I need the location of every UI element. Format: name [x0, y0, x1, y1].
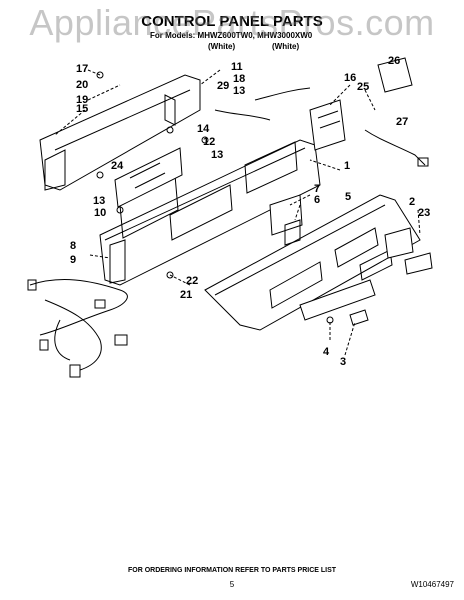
small-wire-part: [214, 87, 311, 121]
callout-29: 29: [217, 80, 230, 92]
callout-8: 8: [70, 240, 77, 252]
callout-18: 17: [76, 63, 89, 75]
callout-13-left: 13: [93, 195, 106, 207]
finish-label-2: (White): [272, 42, 300, 51]
leader-lines: [54, 69, 421, 356]
wire-harness-part: [27, 279, 128, 378]
callout-10: 10: [94, 207, 107, 219]
callout-7: 7: [314, 183, 321, 195]
callout-25: 24: [111, 160, 124, 172]
callout-6: 6: [314, 194, 321, 206]
callout-20: 19: [76, 94, 89, 106]
callout-4: 4: [323, 346, 330, 358]
lens-part: [384, 227, 433, 275]
callout-22: 21: [180, 289, 193, 301]
switch-assembly-part: [364, 57, 429, 167]
callout-27: 26: [388, 55, 401, 67]
callout-14: 13: [233, 85, 246, 97]
diagram-title: CONTROL PANEL PARTS: [141, 13, 323, 30]
control-board-part: [114, 147, 183, 208]
sub-board-part: [309, 99, 346, 151]
callout-16: 15: [76, 103, 89, 115]
callout-2: 2: [409, 196, 416, 208]
callout-13-top: 13: [211, 149, 224, 161]
callout-12: 12: [203, 136, 216, 148]
callout-1: 1: [344, 160, 351, 172]
document-number: W10467497: [410, 580, 454, 589]
callout-9: 9: [70, 254, 77, 266]
mounting-bracket-part: [269, 194, 303, 246]
watermark: AppliancePartsPros.com: [29, 2, 435, 43]
callout-11: 11: [231, 61, 243, 73]
callout-23: 22: [186, 275, 199, 287]
callout-15: 14: [197, 123, 210, 135]
callout-3: 3: [340, 356, 347, 368]
callout-28: 27: [396, 116, 409, 128]
ordering-footer: FOR ORDERING INFORMATION REFER TO PARTS …: [127, 567, 337, 574]
models-line: For Models: MHWZ600TW0, MHW3000XW0: [150, 31, 313, 40]
page-number: 5: [229, 580, 235, 589]
front-console-panel-part: [204, 194, 421, 331]
callout-21: 20: [76, 79, 89, 91]
trim-strip-part: [299, 279, 376, 326]
callout-26: 25: [357, 81, 370, 93]
finish-label-1: (White): [208, 42, 236, 51]
callout-5: 5: [345, 191, 352, 203]
callout-24: 23: [418, 207, 431, 219]
callout-19: 18: [233, 73, 246, 85]
callout-17: 16: [344, 72, 357, 84]
rear-bracket-part: [39, 74, 201, 191]
